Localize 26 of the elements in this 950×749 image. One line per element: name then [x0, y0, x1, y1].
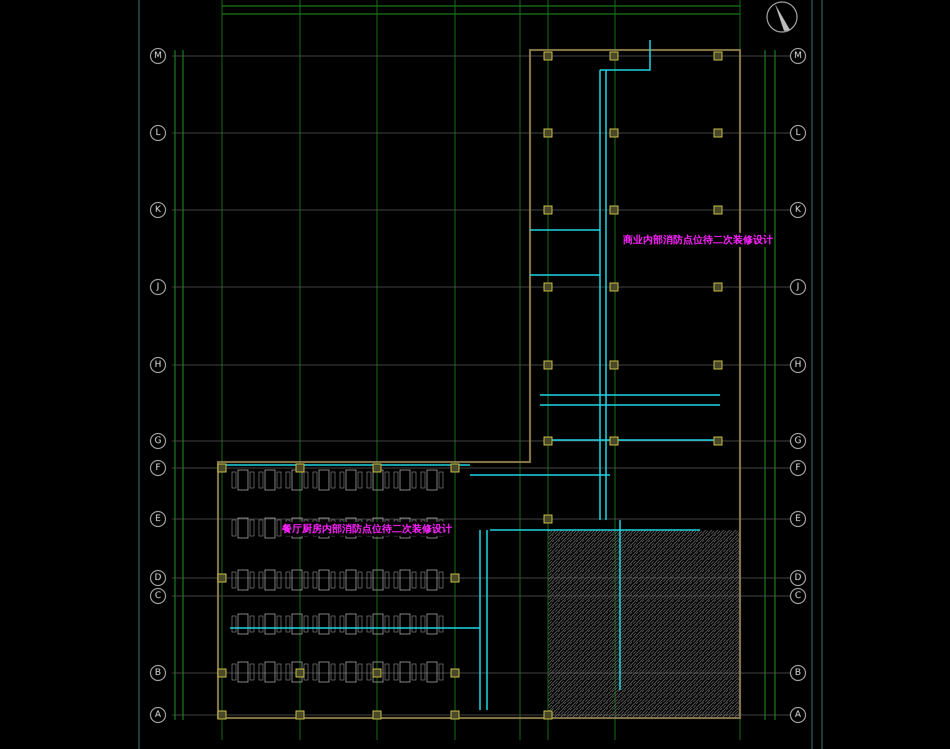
grid-axis-label: B	[150, 665, 166, 681]
grid-axis-label: J	[150, 279, 166, 295]
grid-axis-label: C	[790, 588, 806, 604]
grid-axis-label: G	[790, 433, 806, 449]
grid-axis-label: B	[790, 665, 806, 681]
grid-axis-label: K	[150, 202, 166, 218]
grid-axis-label: L	[150, 125, 166, 141]
grid-axis-label: L	[790, 125, 806, 141]
grid-axis-label: E	[150, 511, 166, 527]
grid-axis-label: K	[790, 202, 806, 218]
grid-axis-label: A	[150, 707, 166, 723]
grid-axis-label: A	[790, 707, 806, 723]
grid-axis-label: D	[790, 570, 806, 586]
grid-axis-label: F	[150, 460, 166, 476]
grid-axis-label: E	[790, 511, 806, 527]
grid-axis-label: H	[150, 357, 166, 373]
grid-axis-label: F	[790, 460, 806, 476]
grid-axis-label: H	[790, 357, 806, 373]
grid-axis-label: D	[150, 570, 166, 586]
grid-axis-label: G	[150, 433, 166, 449]
grid-axis-label: C	[150, 588, 166, 604]
grid-axis-label: M	[790, 48, 806, 64]
grid-axis-label: J	[790, 279, 806, 295]
grid-axis-label: M	[150, 48, 166, 64]
design-note: 商业内部消防点位待二次装修设计	[623, 233, 773, 247]
design-note: 餐厅厨房内部消防点位待二次装修设计	[282, 522, 452, 536]
